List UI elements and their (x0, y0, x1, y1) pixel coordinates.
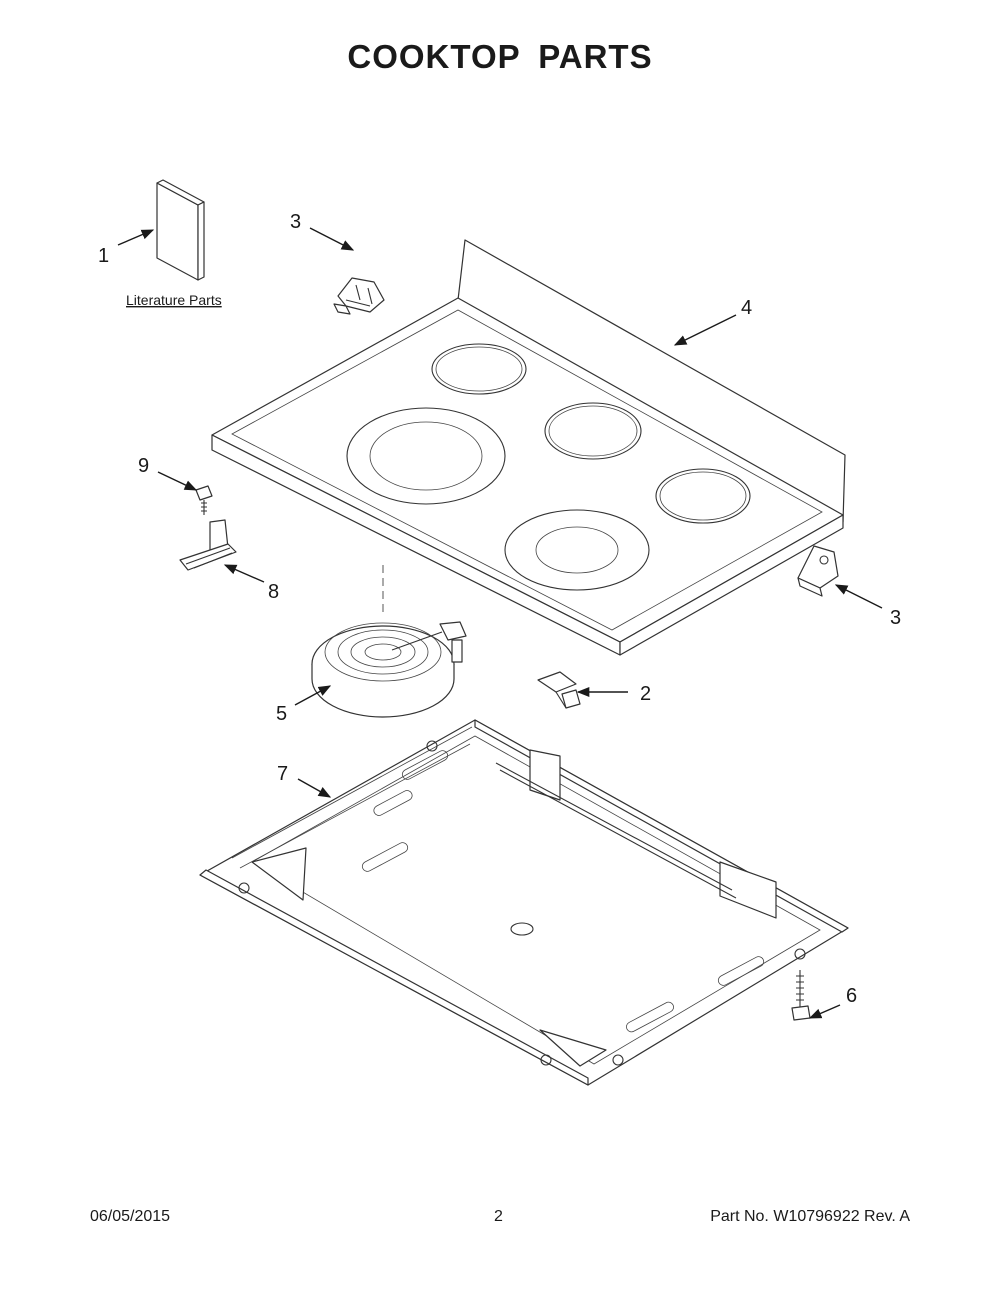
callout-arrow-9 (157, 471, 198, 491)
callout-arrow-4 (673, 314, 737, 346)
footer-part-number: Part No. W10796922 Rev. A (710, 1208, 910, 1225)
literature-booklet-part (156, 179, 205, 281)
screw-part-9 (195, 485, 213, 515)
callout-arrow-3-top (309, 227, 355, 251)
callout-arrow-3-right (834, 584, 883, 609)
terminal-bracket-part (179, 519, 237, 571)
callout-arrow-5 (294, 685, 332, 706)
clip-part (537, 671, 581, 709)
callout-3-top: 3 (290, 211, 301, 233)
callout-arrow-7 (297, 778, 332, 798)
bracket-part-top (333, 277, 385, 315)
callout-4: 4 (741, 297, 752, 319)
callout-9: 9 (138, 455, 149, 477)
callout-6: 6 (846, 985, 857, 1007)
burner-box-part (199, 719, 849, 1086)
callout-5: 5 (276, 703, 287, 725)
cooktop-part (211, 239, 846, 656)
literature-parts-label: Literature Parts (126, 292, 222, 308)
callout-arrow-6 (808, 1004, 841, 1019)
footer-date: 06/05/2015 (90, 1208, 171, 1225)
callout-1: 1 (98, 245, 109, 267)
page-title: COOKTOP PARTS (347, 38, 653, 75)
callout-7: 7 (277, 763, 288, 785)
heating-element-part (311, 621, 467, 718)
callout-3-right: 3 (890, 607, 901, 629)
footer-page-number: 2 (494, 1208, 503, 1225)
callout-8: 8 (268, 581, 279, 603)
callout-2: 2 (640, 683, 651, 705)
callout-arrow-8 (223, 564, 265, 583)
screw-part-6 (791, 970, 811, 1021)
callout-arrow-1 (117, 229, 155, 246)
bracket-part-right (797, 545, 839, 597)
